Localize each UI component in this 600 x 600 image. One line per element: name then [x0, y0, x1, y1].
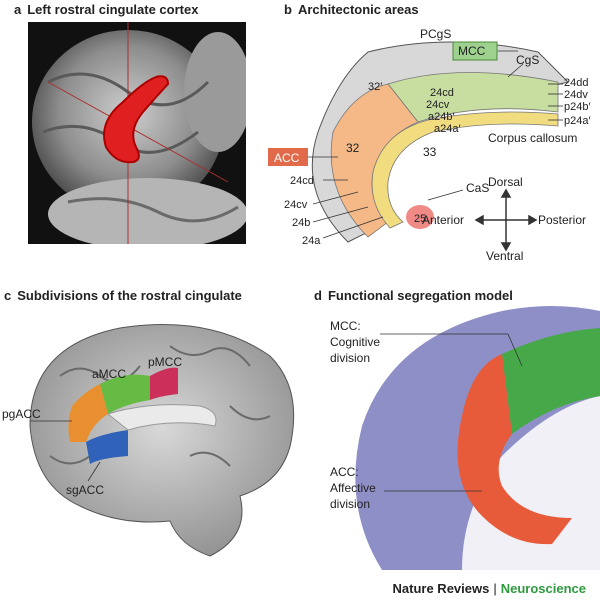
panel-d-title-text: Functional segregation model [327, 288, 513, 303]
label-24cd-inner: 24cd [430, 87, 454, 99]
panel-b-letter: b [284, 2, 292, 17]
journal-name: Nature Reviews [392, 581, 490, 596]
label-cas: CaS [466, 181, 489, 195]
label-amcc: aMCC [92, 367, 126, 381]
label-pmcc: pMCC [148, 355, 182, 369]
label-mcc-line1: MCC: [330, 319, 361, 333]
pmcc-region [150, 367, 178, 400]
label-25: 25 [414, 213, 426, 225]
mcc-label-box [452, 41, 498, 61]
label-24dv: 24dv [564, 89, 588, 101]
label-pgacc: pgACC [2, 407, 41, 421]
compass-anterior: Anterior [422, 213, 464, 227]
label-24b: 24b [292, 217, 310, 229]
mcc-green-region [502, 328, 600, 434]
orientation-compass [474, 188, 538, 252]
label-32p: 32′ [368, 81, 382, 93]
panel-d-diagram: MCC: Cognitive division ACC: Affective d… [330, 306, 600, 570]
label-a24b-inner: a24b′ [428, 111, 455, 123]
mcc-region [387, 72, 559, 123]
panel-c-title-text: Subdivisions of the rostral cingulate [17, 288, 242, 303]
panel-a-title-text: Left rostral cingulate cortex [27, 2, 199, 17]
label-24cd: 24cd [290, 175, 314, 187]
panel-d-title: d Functional segregation model [314, 288, 513, 303]
label-33: 33 [423, 145, 437, 159]
footer-separator: | [493, 581, 497, 596]
panel-b-diagram: PCgS MCC CgS 24dd 24dv p24b′ p24a′ 32′ 2… [268, 27, 591, 262]
panel-a-title: a Left rostral cingulate cortex [14, 2, 198, 17]
label-24cv: 24cv [284, 199, 308, 211]
amcc-region [100, 374, 150, 414]
label-32: 32 [346, 141, 360, 155]
panel-c-title: c Subdivisions of the rostral cingulate [4, 288, 242, 303]
journal-footer: Nature Reviews|Neuroscience [393, 581, 586, 596]
panel-c-letter: c [4, 288, 12, 303]
area-25 [406, 205, 434, 229]
label-acc-line2: Affective [330, 481, 376, 495]
sgacc-region [86, 430, 128, 464]
pgacc-region [68, 384, 108, 442]
label-mcc: MCC [458, 44, 486, 58]
panel-a-mri-image [28, 22, 246, 244]
label-24dd: 24dd [564, 77, 588, 89]
label-acc: ACC [274, 151, 300, 165]
panel-b-title-text: Architectonic areas [297, 2, 419, 17]
panel-d-letter: d [314, 288, 322, 303]
label-mcc-line2: Cognitive [330, 335, 380, 349]
label-cgs: CgS [516, 53, 539, 67]
label-24cv-inner: 24cv [426, 99, 450, 111]
label-corpus-callosum: Corpus callosum [488, 131, 577, 145]
cingulate-highlight [103, 75, 170, 164]
compass-ventral: Ventral [486, 249, 523, 262]
panel-c-brain: pMCC aMCC pgACC sgACC [2, 324, 295, 557]
label-mcc-line3: division [330, 351, 370, 365]
label-a24a-inner: a24a′ [434, 123, 461, 135]
journal-section: Neuroscience [500, 581, 586, 596]
label-acc-line1: ACC: [330, 465, 359, 479]
label-acc-line3: division [330, 497, 370, 511]
acc-label-box [268, 148, 308, 166]
compass-posterior: Posterior [538, 213, 586, 227]
acc-red-region [457, 354, 572, 545]
label-p24a: p24a′ [564, 115, 591, 127]
compass-dorsal: Dorsal [488, 175, 523, 189]
panel-a-letter: a [14, 2, 22, 17]
label-p24b: p24b′ [564, 101, 591, 113]
panel-b-title: b Architectonic areas [284, 2, 419, 17]
label-sgacc: sgACC [66, 483, 104, 497]
inner-band [371, 111, 559, 229]
brain-outline [29, 324, 295, 557]
label-pcgs: PCgS [420, 27, 451, 41]
label-24a: 24a [302, 235, 321, 247]
